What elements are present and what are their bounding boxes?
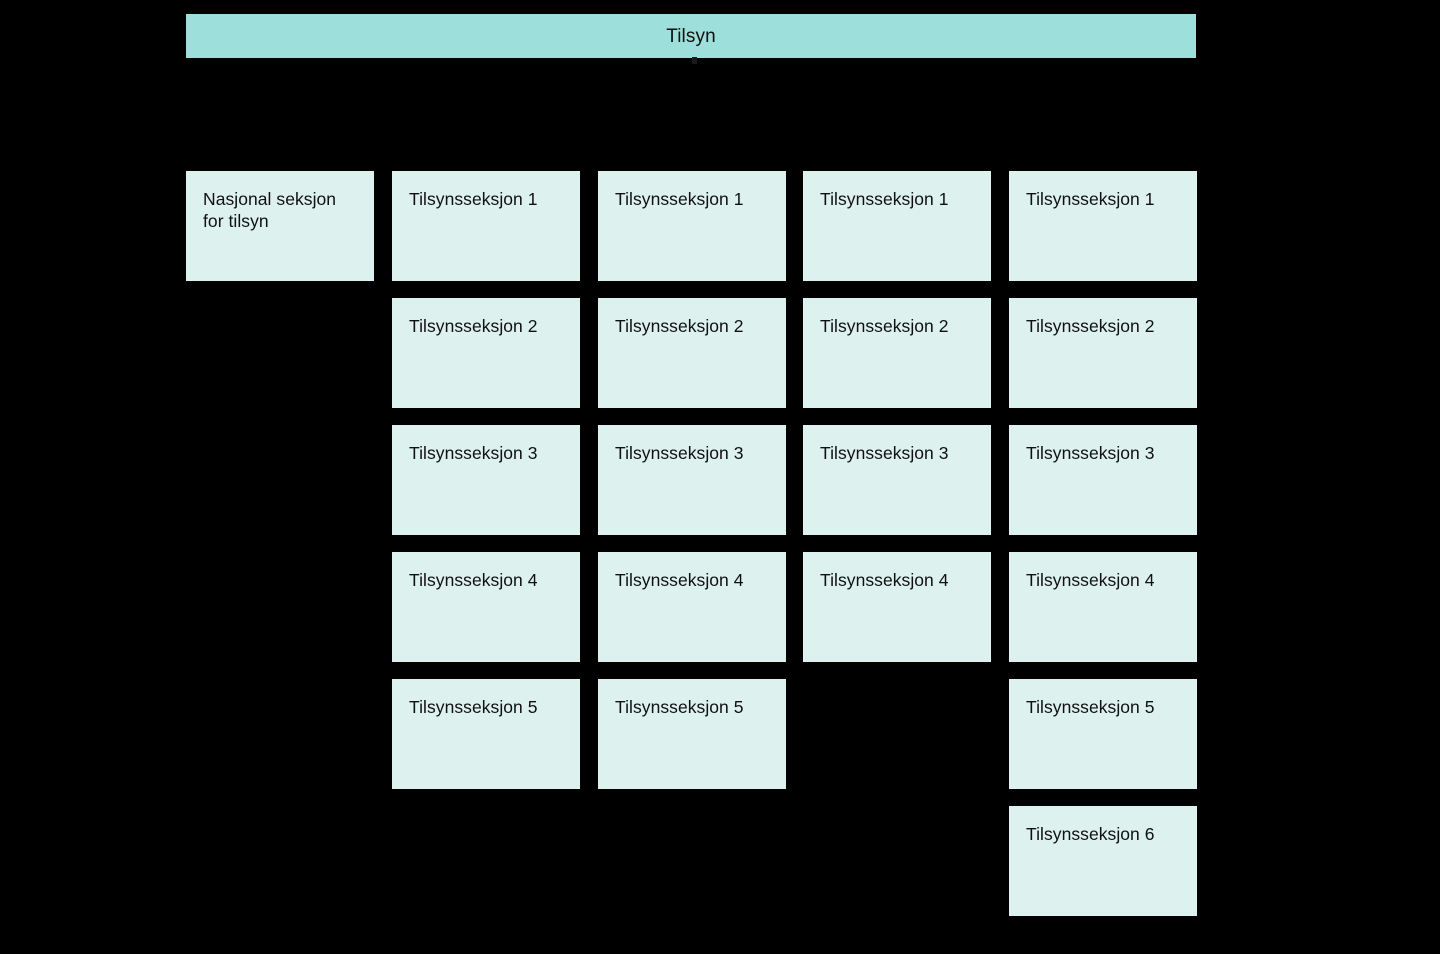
- node-box[interactable]: Tilsynsseksjon 1: [1009, 171, 1197, 281]
- node-label: Tilsynsseksjon 6: [1026, 824, 1155, 844]
- node-box[interactable]: Tilsynsseksjon 4: [803, 552, 991, 662]
- node-label: Tilsynsseksjon 4: [820, 570, 949, 590]
- column-1: Tilsynsseksjon 1 Tilsynsseksjon 2 Tilsyn…: [392, 171, 580, 806]
- column-3: Tilsynsseksjon 1 Tilsynsseksjon 2 Tilsyn…: [803, 171, 991, 806]
- node-label: Tilsynsseksjon 1: [615, 189, 744, 209]
- node-box[interactable]: Tilsynsseksjon 4: [1009, 552, 1197, 662]
- node-label: Tilsynsseksjon 2: [820, 316, 949, 336]
- node-label: Tilsynsseksjon 5: [409, 697, 538, 717]
- node-box[interactable]: Tilsynsseksjon 3: [803, 425, 991, 535]
- node-box[interactable]: Tilsynsseksjon 4: [598, 552, 786, 662]
- header-banner-tilsyn: Tilsyn: [186, 14, 1196, 58]
- node-label: Tilsynsseksjon 3: [820, 443, 949, 463]
- node-label: Tilsynsseksjon 3: [1026, 443, 1155, 463]
- node-label: Tilsynsseksjon 4: [615, 570, 744, 590]
- node-box[interactable]: Tilsynsseksjon 5: [598, 679, 786, 789]
- node-label: Tilsynsseksjon 2: [409, 316, 538, 336]
- column-4: Tilsynsseksjon 1 Tilsynsseksjon 2 Tilsyn…: [1009, 171, 1197, 933]
- node-label: Tilsynsseksjon 4: [1026, 570, 1155, 590]
- node-box[interactable]: Tilsynsseksjon 1: [392, 171, 580, 281]
- node-box[interactable]: Tilsynsseksjon 1: [803, 171, 991, 281]
- node-box[interactable]: Tilsynsseksjon 3: [598, 425, 786, 535]
- node-label: Tilsynsseksjon 4: [409, 570, 538, 590]
- node-box[interactable]: Tilsynsseksjon 3: [392, 425, 580, 535]
- node-label: Tilsynsseksjon 1: [820, 189, 949, 209]
- node-box[interactable]: Nasjonal seksjon for tilsyn: [186, 171, 374, 281]
- node-label: Tilsynsseksjon 3: [615, 443, 744, 463]
- node-box[interactable]: Tilsynsseksjon 4: [392, 552, 580, 662]
- node-box[interactable]: Tilsynsseksjon 2: [392, 298, 580, 408]
- node-box[interactable]: Tilsynsseksjon 2: [598, 298, 786, 408]
- node-label: Nasjonal seksjon for tilsyn: [203, 189, 337, 231]
- column-2: Tilsynsseksjon 1 Tilsynsseksjon 2 Tilsyn…: [598, 171, 786, 806]
- node-label: Tilsynsseksjon 1: [1026, 189, 1155, 209]
- node-box[interactable]: Tilsynsseksjon 2: [1009, 298, 1197, 408]
- column-national: Nasjonal seksjon for tilsyn: [186, 171, 374, 298]
- node-box[interactable]: Tilsynsseksjon 3: [1009, 425, 1197, 535]
- node-box[interactable]: Tilsynsseksjon 5: [1009, 679, 1197, 789]
- node-box[interactable]: Tilsynsseksjon 1: [598, 171, 786, 281]
- header-connector-stub: [692, 57, 697, 64]
- node-label: Tilsynsseksjon 5: [615, 697, 744, 717]
- node-box[interactable]: Tilsynsseksjon 5: [392, 679, 580, 789]
- node-label: Tilsynsseksjon 2: [1026, 316, 1155, 336]
- node-label: Tilsynsseksjon 5: [1026, 697, 1155, 717]
- empty-slot: [803, 679, 991, 789]
- header-title: Tilsyn: [666, 25, 716, 47]
- node-label: Tilsynsseksjon 1: [409, 189, 538, 209]
- node-grid: Nasjonal seksjon for tilsyn Tilsynsseksj…: [186, 171, 1198, 931]
- node-box[interactable]: Tilsynsseksjon 2: [803, 298, 991, 408]
- node-label: Tilsynsseksjon 2: [615, 316, 744, 336]
- node-label: Tilsynsseksjon 3: [409, 443, 538, 463]
- node-box[interactable]: Tilsynsseksjon 6: [1009, 806, 1197, 916]
